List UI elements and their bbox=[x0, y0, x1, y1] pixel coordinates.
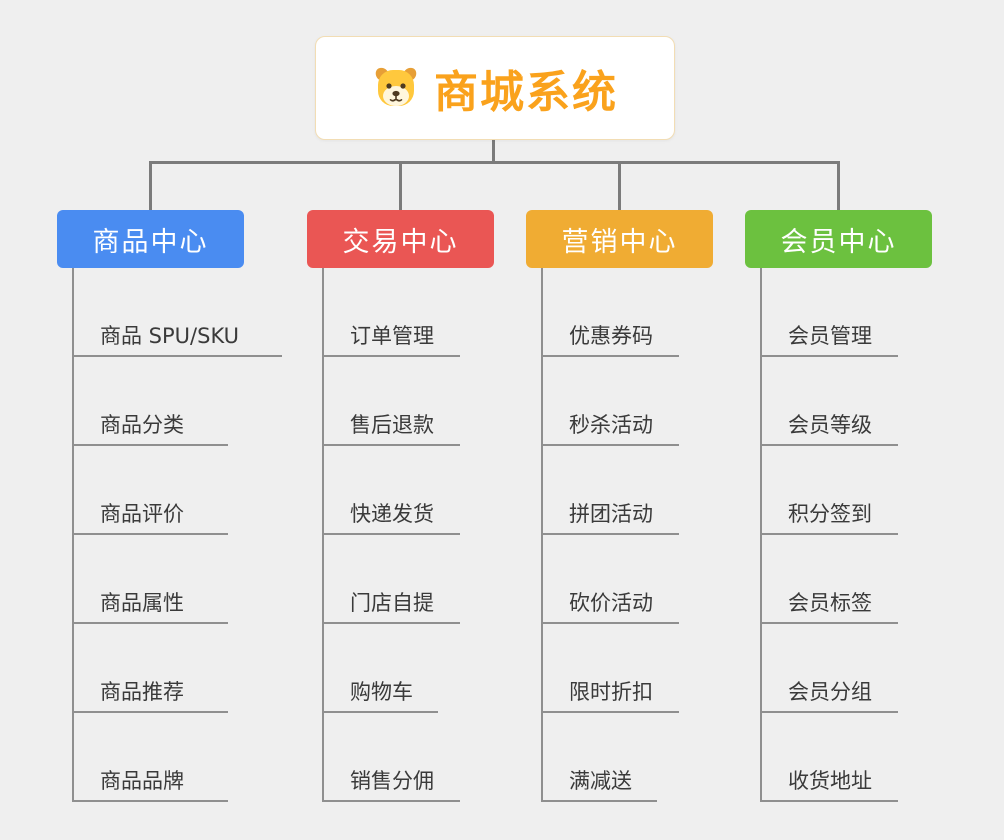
child-topic[interactable]: 优惠券码 bbox=[541, 313, 679, 357]
child-topic[interactable]: 商品属性 bbox=[72, 580, 228, 624]
child-topic[interactable]: 会员标签 bbox=[760, 580, 898, 624]
branch-product-center: 商品中心 商品 SPU/SKU 商品分类 商品评价 商品属性 商品推荐 商品品牌 bbox=[57, 210, 282, 802]
child-topic[interactable]: 积分签到 bbox=[760, 491, 898, 535]
child-topic[interactable]: 订单管理 bbox=[322, 313, 460, 357]
connector-branch-stem bbox=[837, 161, 840, 210]
connector-branch-stem bbox=[149, 161, 152, 210]
child-topic[interactable]: 会员分组 bbox=[760, 669, 898, 713]
branch-children: 优惠券码 秒杀活动 拼团活动 砍价活动 限时折扣 满减送 bbox=[541, 268, 763, 808]
child-topic[interactable]: 砍价活动 bbox=[541, 580, 679, 624]
child-topic[interactable]: 售后退款 bbox=[322, 402, 460, 446]
branch-node-product-center[interactable]: 商品中心 bbox=[57, 210, 244, 268]
branch-label: 交易中心 bbox=[342, 226, 459, 258]
connector-child-line bbox=[322, 268, 324, 802]
child-topic[interactable]: 秒杀活动 bbox=[541, 402, 679, 446]
child-topic[interactable]: 收货地址 bbox=[760, 758, 898, 802]
child-topic[interactable]: 购物车 bbox=[322, 669, 438, 713]
branch-node-member-center[interactable]: 会员中心 bbox=[745, 210, 932, 268]
child-topic[interactable]: 拼团活动 bbox=[541, 491, 679, 535]
connector-child-line bbox=[760, 268, 762, 802]
branch-node-marketing-center[interactable]: 营销中心 bbox=[526, 210, 713, 268]
connector-root-stem bbox=[492, 139, 495, 163]
branch-label: 商品中心 bbox=[92, 226, 209, 258]
branch-node-transaction-center[interactable]: 交易中心 bbox=[307, 210, 494, 268]
connector-branch-stem bbox=[618, 161, 621, 210]
child-topic[interactable]: 满减送 bbox=[541, 758, 657, 802]
child-topic[interactable]: 商品品牌 bbox=[72, 758, 228, 802]
child-topic[interactable]: 会员等级 bbox=[760, 402, 898, 446]
root-title: 商城系统 bbox=[434, 67, 618, 118]
child-topic[interactable]: 商品分类 bbox=[72, 402, 228, 446]
connector-crossbar bbox=[149, 161, 840, 164]
branch-label: 会员中心 bbox=[780, 226, 897, 258]
branch-children: 会员管理 会员等级 积分签到 会员标签 会员分组 收货地址 bbox=[760, 268, 982, 808]
child-topic[interactable]: 门店自提 bbox=[322, 580, 460, 624]
child-topic[interactable]: 会员管理 bbox=[760, 313, 898, 357]
child-topic[interactable]: 快递发货 bbox=[322, 491, 460, 535]
connector-child-line bbox=[541, 268, 543, 802]
connector-child-line bbox=[72, 268, 74, 802]
branch-children: 商品 SPU/SKU 商品分类 商品评价 商品属性 商品推荐 商品品牌 bbox=[72, 268, 294, 808]
branch-children: 订单管理 售后退款 快递发货 门店自提 购物车 销售分佣 bbox=[322, 268, 544, 808]
branch-transaction-center: 交易中心 订单管理 售后退款 快递发货 门店自提 购物车 销售分佣 bbox=[307, 210, 494, 802]
child-topic[interactable]: 商品评价 bbox=[72, 491, 228, 535]
branch-member-center: 会员中心 会员管理 会员等级 积分签到 会员标签 会员分组 收货地址 bbox=[745, 210, 932, 802]
dog-face-icon bbox=[372, 65, 420, 111]
child-topic[interactable]: 限时折扣 bbox=[541, 669, 679, 713]
branch-label: 营销中心 bbox=[561, 226, 678, 258]
child-topic[interactable]: 商品 SPU/SKU bbox=[72, 313, 282, 357]
branch-marketing-center: 营销中心 优惠券码 秒杀活动 拼团活动 砍价活动 限时折扣 满减送 bbox=[526, 210, 713, 802]
connector-branch-stem bbox=[399, 161, 402, 210]
root-node[interactable]: 商城系统 bbox=[315, 36, 675, 140]
child-topic[interactable]: 销售分佣 bbox=[322, 758, 460, 802]
child-topic[interactable]: 商品推荐 bbox=[72, 669, 228, 713]
